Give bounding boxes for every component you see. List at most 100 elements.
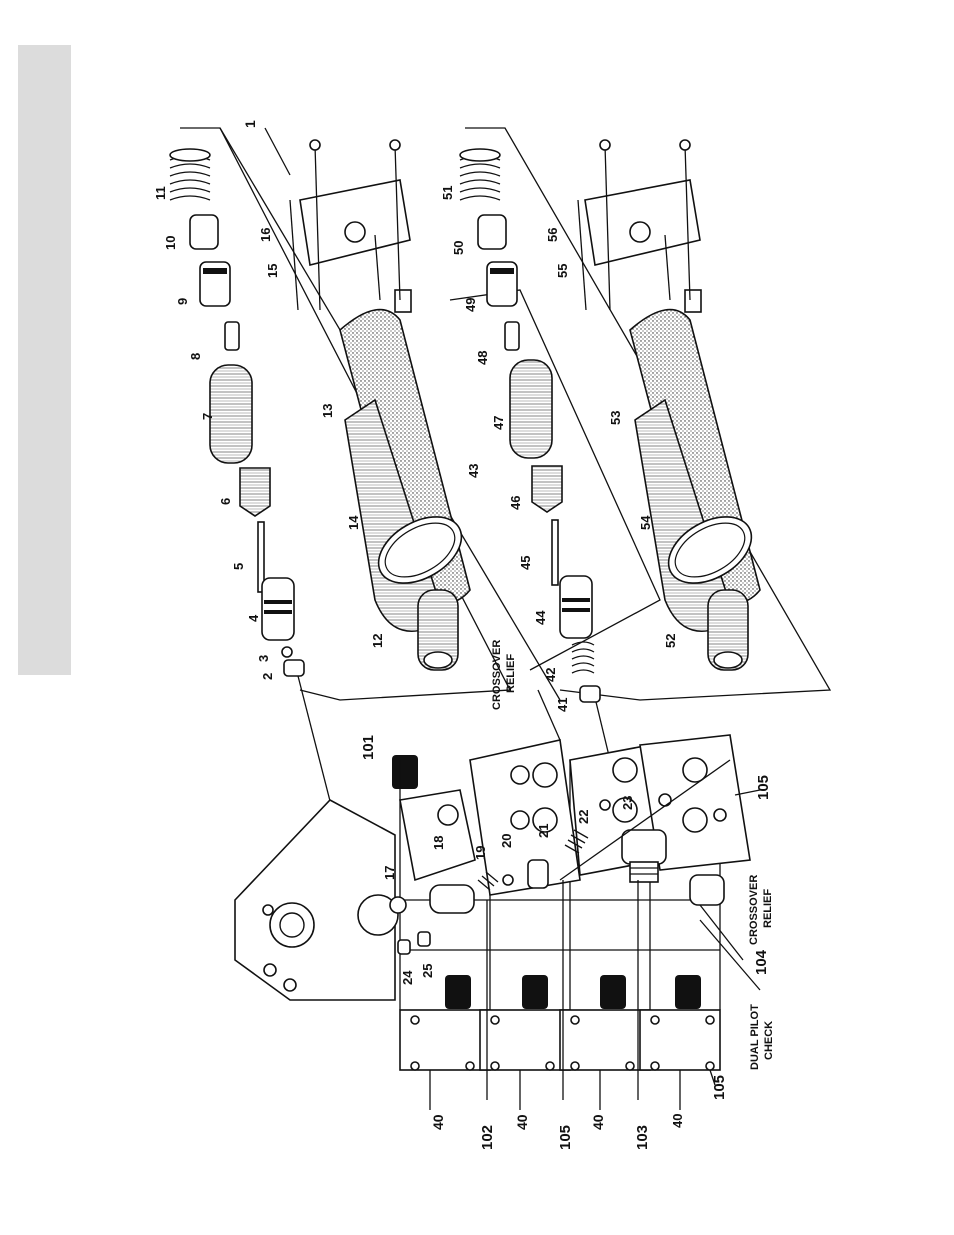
label-56: 56	[545, 228, 560, 242]
label-105-c: 105	[755, 775, 772, 800]
nut-9-band	[203, 268, 227, 274]
label-103: 103	[634, 1125, 651, 1150]
label-20: 20	[499, 834, 514, 848]
plug-12-end	[424, 652, 452, 668]
ball-20	[503, 875, 513, 885]
valve-body-assembly	[235, 735, 750, 1070]
stem-8	[225, 322, 239, 350]
label-8: 8	[188, 353, 203, 360]
label-14: 14	[346, 515, 361, 530]
poppet-44-ring2	[562, 608, 590, 612]
label-40-c: 40	[590, 1114, 606, 1130]
label-51: 51	[440, 186, 455, 200]
label-18: 18	[431, 836, 446, 850]
part-21	[528, 860, 548, 888]
label-22: 22	[576, 810, 591, 824]
ball-3	[282, 647, 292, 657]
dual-pilot-check-caption-line2: CHECK	[763, 1021, 775, 1060]
spring-51	[460, 149, 500, 200]
poppet-4	[262, 578, 294, 640]
label-6: 6	[218, 498, 233, 505]
part-17	[390, 897, 406, 913]
spring-42	[572, 642, 594, 673]
label-47: 47	[491, 416, 506, 430]
pin-45	[552, 520, 558, 585]
label-55: 55	[555, 264, 570, 278]
coil-53-54	[630, 290, 763, 631]
part-25	[418, 932, 430, 946]
dual-pilot-check-caption-line1: DUAL PILOT	[749, 1004, 761, 1070]
coil-13-14	[340, 290, 473, 631]
part-24	[398, 940, 410, 954]
label-4: 4	[246, 614, 261, 622]
label-40-d: 40	[670, 1114, 685, 1128]
label-24: 24	[400, 970, 415, 985]
label-21: 21	[536, 824, 551, 838]
label-7: 7	[200, 413, 215, 420]
label-1: 1	[242, 120, 258, 128]
label-53: 53	[608, 411, 623, 425]
label-23: 23	[620, 796, 635, 810]
label-52: 52	[663, 634, 678, 648]
label-105-a: 105	[557, 1125, 574, 1150]
seat-41	[580, 686, 600, 702]
coil-13-connector	[395, 290, 411, 312]
crossover-relief-caption-bottom-line1: CROSSOVER	[748, 875, 760, 945]
label-45: 45	[518, 556, 533, 570]
poppet-44	[560, 576, 592, 638]
label-17: 17	[382, 866, 397, 880]
label-49: 49	[463, 298, 478, 312]
label-3: 3	[256, 655, 271, 662]
label-40-b: 40	[514, 1114, 530, 1130]
label-5: 5	[231, 563, 246, 570]
relief-plug-23	[622, 830, 666, 882]
plunger-46	[532, 466, 562, 512]
label-16: 16	[258, 228, 273, 242]
label-104: 104	[753, 949, 770, 975]
poppet-44-ring1	[562, 598, 590, 602]
poppet-4-ring1	[264, 600, 292, 604]
seat-2	[284, 660, 304, 676]
crossover-relief-caption-bottom-line2: RELIEF	[762, 889, 774, 928]
label-11: 11	[153, 186, 168, 200]
label-10: 10	[163, 236, 178, 250]
label-40-a: 40	[430, 1114, 446, 1130]
plug-52-end	[714, 652, 742, 668]
label-101: 101	[360, 735, 377, 760]
label-15: 15	[265, 264, 280, 278]
crossover-relief-caption-top-line2: RELIEF	[505, 654, 517, 693]
label-2: 2	[260, 673, 275, 680]
upper-solenoid-assembly	[170, 140, 473, 840]
label-41: 41	[555, 698, 570, 712]
label-54: 54	[638, 515, 653, 530]
plunger-6	[240, 468, 270, 516]
label-44: 44	[533, 610, 548, 625]
label-46: 46	[508, 496, 523, 510]
bracket-55-56	[578, 140, 700, 310]
block-101	[400, 790, 475, 880]
label-9: 9	[175, 298, 190, 305]
label-13: 13	[320, 404, 335, 418]
label-43: 43	[466, 464, 481, 478]
cup-10	[190, 215, 218, 249]
relief-cap	[690, 875, 724, 905]
cup-50	[478, 215, 506, 249]
label-12: 12	[370, 634, 385, 648]
lower-axis-line	[596, 702, 610, 760]
label-105-b: 105	[711, 1075, 728, 1100]
label-102: 102	[479, 1125, 496, 1150]
stem-48	[505, 322, 519, 350]
spring-11	[170, 149, 210, 200]
bracket-15-16	[290, 140, 410, 310]
label-42: 42	[543, 668, 558, 682]
label-48: 48	[475, 351, 490, 365]
core-7	[210, 365, 252, 463]
core-47	[510, 360, 552, 458]
crossover-relief-caption-top-line1: CROSSOVER	[491, 640, 503, 710]
label-19: 19	[473, 846, 488, 860]
poppet-4-ring2	[264, 610, 292, 614]
label-50: 50	[451, 241, 466, 255]
label-25: 25	[420, 964, 435, 978]
part-18	[430, 885, 474, 913]
